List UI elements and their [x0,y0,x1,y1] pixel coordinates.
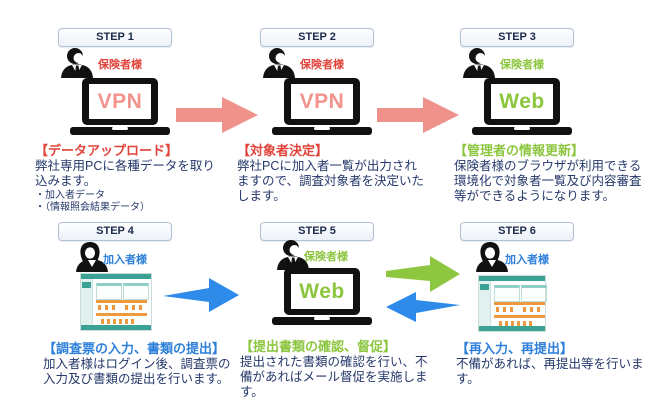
laptop-icon: Web [272,268,372,326]
app-panel [96,283,122,300]
actor-label: 保険者様 [304,251,348,263]
arrow-step4-to-step5-icon [163,278,239,318]
step-body: 加入者様はログイン後、調査票の 入力及び書類の提出を行います。 [43,357,231,386]
businessman-icon [60,48,94,78]
screen-label-vpn: VPN [97,89,143,113]
screen-label-web: Web [499,89,545,113]
app-panel [494,285,520,302]
step-1-description: 【データアップロード】 弊社専用PCに各種データを取り 込みます。 ・加入者デー… [35,143,231,213]
step-3-description: 【管理者の情報更新】 保険者様のブラウザが利用できる 環境化で対象者一覧及び内容… [454,143,650,204]
step-1-badge-label: STEP 1 [96,31,134,43]
step-6-description: 【再入力、再提出】 不備があれば、再提出等を行いま す。 [456,341,652,387]
step-5-badge: STEP 5 [260,222,374,241]
step-4: STEP 4 加入者様 【調査票の入力、書類の提出】 加入者様はログイン後、調査… [30,222,242,409]
step-body: 弊社専用PCに各種データを取り 込みます。 [35,159,215,188]
app-section-bar [96,313,147,316]
app-section-bar [494,302,545,305]
arrow-step1-to-step2-icon [176,96,258,139]
actor-label: 保険者様 [500,59,544,71]
app-header-bar [479,276,545,281]
web-app-screenshot [478,275,547,332]
laptop-icon: VPN [70,78,170,136]
app-section-bar [494,315,545,318]
step-5-description: 【提出書類の確認、督促】 提出された書類の確認を行い、不 備があればメール督促を… [240,339,436,400]
step-title: 【提出書類の確認、督促】 [240,339,397,354]
step-body: 不備があれば、再提出等を行いま す。 [456,357,644,386]
businesswoman-icon [475,242,509,272]
step-5-badge-label: STEP 5 [298,225,336,237]
step-5: STEP 5 保険者様 Web 【提出書類の確認、督促】 提出された書類の確認を… [232,222,444,409]
actor-label: 保険者様 [300,59,344,71]
step-4-badge: STEP 4 [58,222,172,241]
actor-label: 加入者様 [505,254,549,266]
businessman-icon [262,48,296,78]
screen-label-vpn: VPN [299,89,345,113]
step-1: STEP 1 保険者様 VPN 【データアップロード】 弊社専用PCに各種データ… [30,28,242,224]
app-items [101,319,135,324]
step-body: 保険者様のブラウザが利用できる 環境化で対象者一覧及び内容審査 等ができるように… [454,159,642,203]
app-section-bar [96,300,147,303]
step-title: 【調査票の入力、書類の提出】 [43,341,226,356]
step-3-badge: STEP 3 [460,28,574,47]
step-6-badge: STEP 6 [460,222,574,241]
screen-label-web: Web [299,279,345,303]
app-footer-bar [81,325,151,330]
step-6: STEP 6 加入者様 【再入力、再提出】 不備があれば、再提出等を行いま す。 [432,222,644,409]
actor-label: 保険者様 [98,59,142,71]
laptop-icon: VPN [272,78,372,136]
app-sidebar [479,281,491,326]
step-bullets: ・加入者データ ・（情報照会結果データ） [35,190,150,213]
app-items [523,307,543,312]
step-2: STEP 2 保険者様 VPN 【対象者決定】 弊社PCに加入者一覧が出力され … [232,28,444,224]
arrow-step6-to-step5-icon [386,292,460,327]
step-title: 【再入力、再提出】 [456,341,574,356]
step-body: 提出された書類の確認を行い、不 備があればメール督促を実施しま す。 [240,355,428,399]
step-2-badge-label: STEP 2 [298,31,336,43]
step-title: 【対象者決定】 [237,143,329,158]
app-sidebar-item [82,282,91,288]
web-app-screenshot [80,273,152,331]
laptop-icon: Web [472,78,572,136]
step-3: STEP 3 保険者様 Web 【管理者の情報更新】 保険者様のブラウザが利用で… [432,28,644,224]
businessman-icon [462,48,496,78]
step-2-badge: STEP 2 [260,28,374,47]
app-footer-bar [479,326,545,331]
app-items [125,305,145,310]
app-panel [123,283,149,300]
step-4-badge-label: STEP 4 [96,225,134,237]
step-6-badge-label: STEP 6 [498,225,536,237]
step-2-description: 【対象者決定】 弊社PCに加入者一覧が出力され ますので、調査対象者を決定いた … [237,143,433,204]
app-sidebar-item [480,284,489,290]
app-panel [521,285,547,302]
app-items [496,307,516,312]
actor-label: 加入者様 [103,254,147,266]
step-4-description: 【調査票の入力、書類の提出】 加入者様はログイン後、調査票の 入力及び書類の提出… [43,341,239,387]
app-header-bar [81,274,151,279]
step-title: 【管理者の情報更新】 [454,143,585,158]
arrow-step5-to-step6-icon [386,256,460,297]
app-items [499,321,533,326]
step-body: 弊社PCに加入者一覧が出力され ますので、調査対象者を決定いた します。 [237,159,425,203]
step-1-badge: STEP 1 [58,28,172,47]
step-title: 【データアップロード】 [35,143,179,158]
app-sidebar [81,279,93,325]
step-3-badge-label: STEP 3 [498,31,536,43]
app-items [98,305,118,310]
arrow-step2-to-step3-icon [377,96,459,139]
